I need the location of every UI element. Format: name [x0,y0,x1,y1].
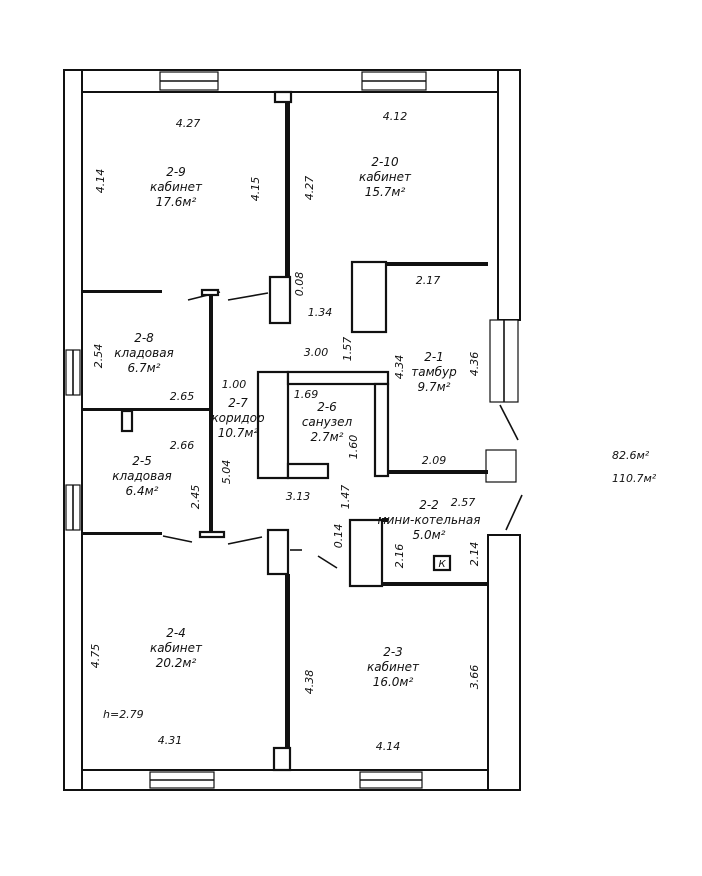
dim-4-38: 4.38 [303,670,316,695]
dim-2-57: 2.57 [451,496,476,509]
room-number: 2-10 [371,155,399,169]
room-name: кладовая [112,469,172,483]
dim-4-36: 4.36 [468,352,481,377]
room-name: кабинет [359,170,412,184]
dim-0-08: 0.08 [293,272,306,297]
living-area-total: 82.6м² [612,449,650,462]
dim-4-14-bottom: 4.14 [376,740,401,753]
room-area: 9.7м² [418,380,451,394]
dim-1-34: 1.34 [308,306,333,319]
room-number: 2-1 [424,350,444,364]
dim-2-17: 2.17 [416,274,441,287]
room-number: 2-4 [166,626,186,640]
room-area: 5.0м² [413,528,446,542]
dim-0-14: 0.14 [332,524,345,549]
dim-3-00: 3.00 [304,346,329,359]
room-label-2-9: 2-9 кабинет 17.6м² [150,165,203,209]
windows [65,71,519,789]
dim-4-75: 4.75 [89,644,102,669]
room-area: 10.7м² [218,426,259,440]
room-name: санузел [302,415,353,429]
room-number: 2-3 [383,645,403,659]
dim-4-15: 4.15 [249,177,262,202]
room-label-2-6: 2-6 санузел 2.7м² [302,400,353,444]
total-area: 110.7м² [612,472,657,485]
dim-1-47: 1.47 [339,485,352,510]
dim-4-31: 4.31 [158,734,183,747]
dim-1-57: 1.57 [341,337,354,362]
dim-1-00: 1.00 [222,378,247,391]
room-name: кабинет [150,180,203,194]
interior-walls [82,90,488,772]
dim-2-14: 2.14 [468,542,481,567]
dim-2-66: 2.66 [170,439,195,452]
room-number: 2-2 [419,498,439,512]
dim-4-27-top: 4.27 [176,117,201,130]
room-name: кабинет [367,660,420,674]
dimension-labels: 4.27 4.12 1.34 2.17 3.00 2.65 1.00 1.69 … [89,110,481,753]
room-name: тамбур [411,365,457,379]
dim-3-13: 3.13 [286,490,311,503]
room-name: кладовая [114,346,174,360]
room-label-2-1: 2-1 тамбур 9.7м² [411,350,457,394]
dim-2-65: 2.65 [170,390,195,403]
dim-2-16: 2.16 [393,544,406,569]
room-name: мини-котельная [378,513,481,527]
room-area: 16.0м² [373,675,414,689]
room-label-2-5: 2-5 кладовая 6.4м² [112,454,172,498]
room-area: 17.6м² [156,195,197,209]
room-label-2-7: 2-7 коридор 10.7м² [211,396,265,440]
dim-4-14-left: 4.14 [94,169,107,194]
room-area: 6.4м² [126,484,159,498]
room-number: 2-7 [228,396,248,410]
room-number: 2-9 [166,165,186,179]
dim-2-09: 2.09 [422,454,447,467]
room-label-2-2: 2-2 мини-котельная 5.0м² [378,498,481,542]
dim-2-45: 2.45 [189,485,202,510]
room-area: 6.7м² [128,361,161,375]
room-label-2-8: 2-8 кладовая 6.7м² [114,331,174,375]
room-label-2-4: 2-4 кабинет 20.2м² [150,626,203,670]
dim-2-54: 2.54 [92,344,105,369]
room-area: 2.7м² [311,430,344,444]
room-area: 15.7м² [365,185,406,199]
room-number: 2-5 [132,454,152,468]
room-label-2-10: 2-10 кабинет 15.7м² [359,155,412,199]
dim-3-66: 3.66 [468,665,481,690]
area-totals: 82.6м² 110.7м² [612,449,657,485]
dim-4-12: 4.12 [383,110,408,123]
height-note: h=2.79 [103,708,144,721]
dim-1-69: 1.69 [294,388,319,401]
room-number: 2-6 [317,400,337,414]
dim-4-27-vertical: 4.27 [303,176,316,201]
room-name: коридор [211,411,265,425]
dim-1-60: 1.60 [347,435,360,460]
dim-4-34: 4.34 [393,355,406,380]
boiler-mark: К [438,559,446,570]
entrance-door [499,404,523,531]
room-area: 20.2м² [156,656,197,670]
dim-5-04: 5.04 [220,460,233,485]
room-number: 2-8 [134,331,154,345]
room-label-2-3: 2-3 кабинет 16.0м² [367,645,420,689]
room-name: кабинет [150,641,203,655]
